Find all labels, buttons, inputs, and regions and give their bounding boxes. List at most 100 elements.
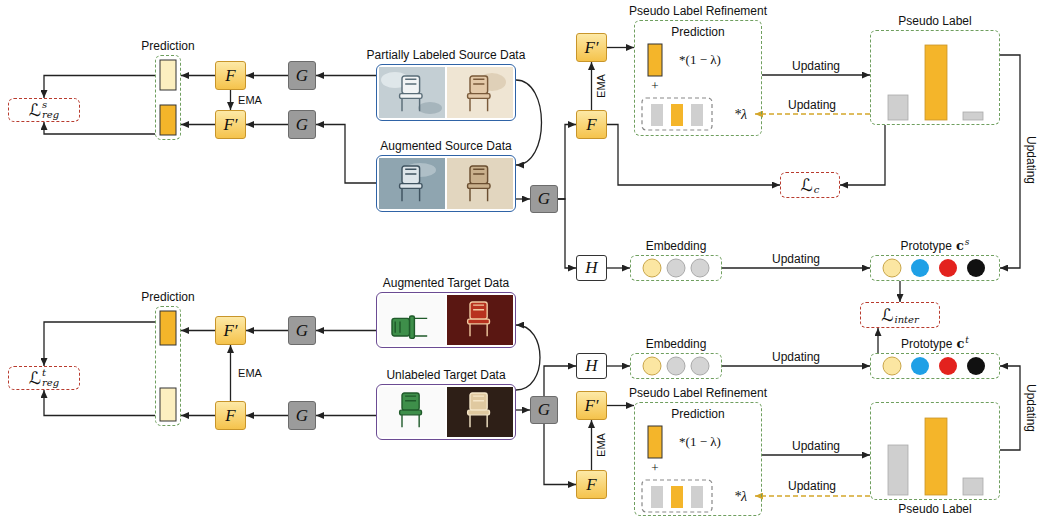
pseudo-label-bar [888,445,908,495]
paint-blob [418,102,442,114]
network-f-box: F [576,470,607,499]
source-image-box: Augmented Source Data [376,155,516,212]
flow-arrow [607,267,630,268]
group-heading: Pseudo Label Refinement [629,4,767,18]
superscript: t [965,335,969,345]
heading-text: Augmented Target Data [383,276,510,290]
image-panel [379,295,445,345]
box-label: G [296,66,308,86]
image-panel [447,295,513,345]
box-label: G [296,321,308,341]
box-label: F′ [223,321,237,341]
subscript: reg [42,110,59,120]
flow-arrow [44,390,155,416]
target-image-box: Augmented Target Data [376,292,516,348]
heading-text: Prototype [901,239,952,253]
dashed-group: Prediction [155,306,181,426]
history-bar [691,486,703,508]
flow-arrow [316,415,376,416]
history-box-outline [642,98,712,130]
group-heading: Pseudo Label Refinement [629,386,767,400]
flow-arrow [591,62,592,110]
prototype-dot [883,259,901,277]
chair-picture [400,76,422,111]
loss-box: ℒinter [860,302,940,328]
group-heading: Pseudo Label [898,14,971,28]
flow-arrow [44,76,155,99]
flow-arrow [181,124,215,125]
flow-arrow [558,199,576,268]
math-label: ℒsreg [29,100,59,120]
pseudo-label-bar [925,45,947,120]
heading-text: Pseudo Label [898,502,971,516]
heading-text: Prototype [901,337,952,351]
heading-text: Pseudo Label [898,14,971,28]
edge-label: EMA [236,366,264,380]
group-heading: Prediction [141,39,194,53]
chair-picture [468,76,490,111]
box-label: G [296,115,308,135]
dashed-group: Pseudo Label [870,30,1000,125]
augmentation-arrow [516,325,540,390]
flow-arrow [591,420,592,470]
group-heading: Unlabeled Target Data [386,368,505,382]
box-label: F [225,406,235,426]
backbone-g-box: G [288,110,316,139]
chair-picture [392,316,427,338]
group-heading: Embedding [646,337,707,351]
heading-text: Embedding [646,337,707,351]
flow-arrow [44,322,155,366]
prototype-dot [883,357,901,375]
heading-text: Augmented Source Data [380,139,511,153]
flow-arrow [607,47,634,48]
embedding-dot [667,357,685,375]
heading-text: Pseudo Label Refinement [629,4,767,18]
math-symbol: ℒ [29,100,41,120]
pseudo-label-bar [925,418,947,495]
prediction-bar [648,44,662,76]
flow-arrow [840,125,885,185]
group-heading: Augmented Source Data [380,139,511,153]
chair-picture [400,166,422,201]
image-panel [379,158,445,209]
projection-h-box: H [576,353,607,379]
image-panel [379,387,445,437]
network-f-box: F′ [215,316,246,345]
math-label: ℒinter [881,305,919,325]
script-stack: inter [894,306,918,325]
chair-picture [468,302,490,336]
flow-arrow [877,328,878,353]
superscript: t [42,368,59,378]
inner-text: Prediction [635,407,761,421]
box-label: G [538,189,550,209]
flow-arrow [230,90,231,110]
weight-label: *λ [734,489,747,505]
box-label: F [586,115,596,135]
backbone-g-box: G [288,401,316,430]
prediction-bar [160,105,176,135]
history-bar [651,104,663,126]
dashed-group: Embedding [630,255,722,281]
history-bar [651,486,663,508]
flow-arrow [755,495,870,497]
heading-text: Partially Labeled Source Data [367,48,526,62]
embedding-dot [691,357,709,375]
flow-arrow [558,125,576,200]
plus-sign: + [651,79,658,93]
target-image-box: Unlabeled Target Data [376,384,516,440]
box-label: H [585,258,597,278]
network-f-box: F [215,61,246,90]
pseudo-label-bar [888,95,908,120]
network-f-box: F [215,401,246,430]
script-stack: treg [42,368,59,388]
prediction-bar [160,60,176,90]
heading-text: Pseudo Label Refinement [629,386,767,400]
script-stack: c [814,176,820,195]
flow-arrow [544,366,576,396]
flow-arrow [230,345,231,401]
group-heading: Augmented Target Data [383,276,510,290]
network-f-box: F′ [576,391,607,420]
augmented-target-image [379,295,513,345]
